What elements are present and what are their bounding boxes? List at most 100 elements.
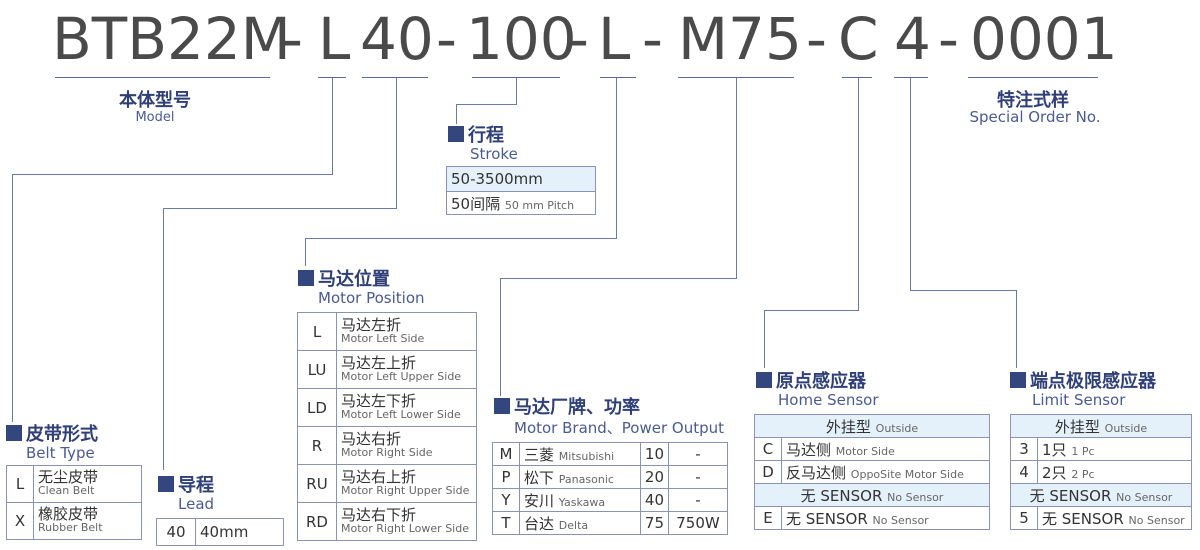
motor-pos-code: L — [297, 312, 337, 351]
underline — [842, 77, 872, 78]
stroke-pitch-sub: 50 mm Pitch — [504, 198, 575, 212]
power-value: - — [668, 488, 728, 512]
belt-en: Clean Belt — [38, 484, 95, 497]
connector-line — [305, 238, 306, 266]
underline — [55, 77, 270, 78]
home-none-zh: 无 SENSOR — [800, 486, 883, 505]
brand-desc: 松下 Panasonic — [519, 465, 641, 489]
lead-value: 40mm — [195, 518, 284, 546]
belt-zh: 无尘皮带 — [38, 468, 99, 486]
brand-zh: 台达 — [524, 514, 555, 533]
connector-line — [12, 174, 333, 175]
brand-desc: 安川 Yaskawa — [519, 488, 641, 512]
limit-desc: 无 SENSOR No Sensor — [1037, 506, 1192, 530]
limit-header-en: Outside — [1104, 421, 1148, 435]
motor-pos-code: R — [297, 426, 337, 465]
home-en: Motor Side — [835, 444, 895, 458]
model-label-en: Model — [135, 110, 175, 125]
limit-none-en: No Sensor — [1116, 490, 1173, 504]
limit-header: 外挂型 Outside — [1010, 414, 1192, 438]
limit-zh: 无 SENSOR — [1042, 509, 1124, 528]
home-zh: 反马达侧 — [786, 463, 847, 482]
motor-brand-label-en: Motor Brand、Power Output — [514, 419, 725, 437]
motor-pos-zh: 马达左折 — [341, 315, 402, 334]
stroke-label-en: Stroke — [470, 145, 518, 163]
motor-pos-en: Motor Left Lower Side — [341, 407, 461, 421]
limit-none-header: 无 SENSOR No Sensor — [1010, 483, 1192, 507]
connector-line — [500, 278, 501, 396]
limit-label-en: Limit Sensor — [1032, 391, 1126, 409]
belt-zh: 橡胶皮带 — [38, 505, 99, 523]
connector-line — [305, 238, 617, 239]
home-none-en: No Sensor — [887, 490, 944, 504]
limit-en: 1 Pc — [1071, 444, 1095, 458]
brand-en: Delta — [558, 518, 589, 532]
belt-label-en: Belt Type — [26, 444, 95, 462]
section-marker-icon — [494, 398, 510, 414]
connector-line — [858, 78, 859, 310]
motor-pos-zh: 马达左上折 — [341, 353, 417, 372]
underline — [600, 77, 636, 78]
power-code: 40 — [639, 488, 670, 512]
home-label-en: Home Sensor — [778, 391, 879, 409]
table-row: 无 SENSOR No Sensor — [1010, 483, 1192, 507]
motor-pos-label-zh: 马达位置 — [318, 269, 390, 290]
limit-en: 2 Pc — [1071, 467, 1095, 481]
home-code: E — [754, 506, 782, 530]
belt-en: Rubber Belt — [38, 521, 103, 534]
motor-pos-zh: 马达右折 — [341, 429, 402, 448]
section-marker-icon — [448, 126, 464, 142]
home-desc: 反马达侧 OppoSite Motor Side — [781, 460, 990, 484]
home-zh: 无 SENSOR — [786, 509, 868, 528]
motor-pos-en: Motor Left Upper Side — [341, 369, 462, 383]
home-desc: 马达侧 Motor Side — [781, 437, 990, 461]
code-part-motor-brand: M75 — [678, 5, 802, 73]
home-header: 外挂型 Outside — [754, 414, 990, 438]
code-part-limit: 4 — [894, 5, 931, 73]
motor-pos-en: Motor Right Side — [341, 445, 433, 459]
brand-en: Mitsubishi — [558, 449, 615, 463]
limit-code: 3 — [1010, 437, 1038, 461]
table-row: 外挂型 Outside — [754, 414, 990, 438]
section-marker-icon — [756, 372, 772, 388]
lead-label-en: Lead — [178, 495, 215, 513]
motor-pos-zh: 马达右上折 — [341, 467, 417, 486]
motor-pos-zh: 马达左下折 — [341, 391, 417, 410]
code-sep: - — [806, 5, 827, 73]
connector-line — [396, 78, 397, 208]
connector-line — [163, 208, 397, 209]
limit-desc: 1只 1 Pc — [1037, 437, 1192, 461]
stroke-table: 50-3500mm 50间隔 50 mm Pitch — [446, 166, 596, 215]
limit-code: 4 — [1010, 460, 1038, 484]
motor-pos-code: LD — [297, 388, 337, 427]
brand-en: Yaskawa — [558, 495, 606, 509]
connector-line — [163, 208, 164, 470]
model-label-zh: 本体型号 — [119, 90, 191, 111]
connector-line — [764, 310, 765, 368]
connector-line — [764, 310, 859, 311]
home-desc: 无 SENSOR No Sensor — [781, 506, 990, 530]
home-header-en: Outside — [875, 421, 919, 435]
home-label-zh: 原点感应器 — [776, 371, 866, 392]
stroke-pitch-main: 50间隔 — [451, 194, 501, 213]
home-en: OppoSite Motor Side — [850, 467, 964, 481]
